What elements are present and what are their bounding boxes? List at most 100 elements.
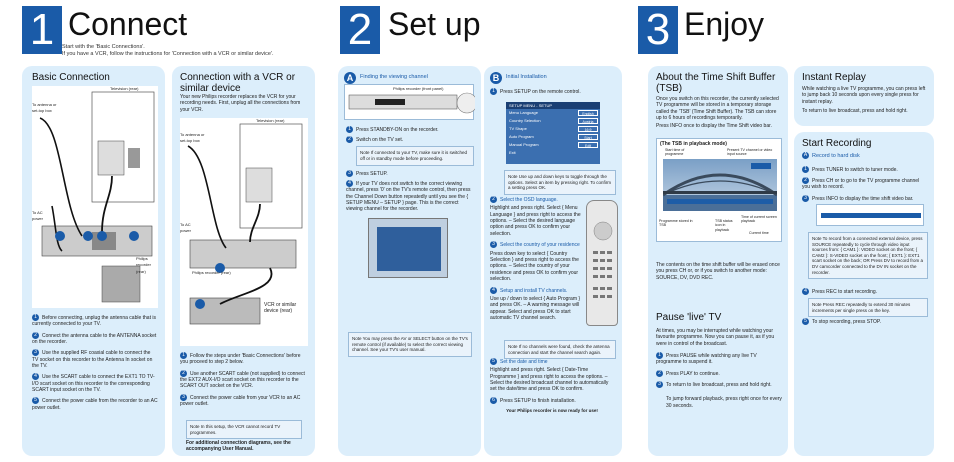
bullet-icon: 1	[32, 314, 39, 321]
vcr-step-1-text: Follow the steps under 'Basic Connection…	[180, 352, 301, 366]
step1-subtitle: Start with the 'Basic Connections'. If y…	[62, 44, 322, 58]
menu-row-country[interactable]: Country Selection Austria	[506, 117, 600, 125]
basic-step-3-text: Use the supplied RF coaxial cable to con…	[32, 350, 153, 369]
vcr-tv-rear-label: Television (rear)	[256, 118, 285, 123]
bullet-icon: 1	[346, 126, 353, 133]
osd-language-text: Highlight and press right. Select { Menu…	[490, 205, 581, 237]
vcr-ac-label-1: To AC power	[180, 222, 191, 234]
tsb-p2: Press INFO once to display the Time Shif…	[656, 123, 772, 129]
basic-step-4-text: Use the SCART cable to connect the EXT1 …	[32, 374, 155, 393]
menu-row-exit[interactable]: Exit	[506, 149, 600, 157]
menu-item-value: 16:9	[578, 126, 598, 132]
osd-language-title-text: Select the OSD language.	[500, 196, 558, 203]
basic-recorder-label: Philips recorder (rear)	[136, 256, 151, 274]
channels-note: Note If no channels were found, check th…	[504, 340, 616, 360]
step-number-2: 2	[340, 6, 380, 54]
tsb-p1: Once you switch on this recorder, the cu…	[656, 96, 779, 122]
vcr-device-label: VCR or similar device (rear)	[264, 302, 297, 315]
bullet-icon: 3	[802, 194, 809, 202]
basic-connection-diagram: Television (rear) To antenna or set-top …	[32, 86, 158, 308]
bullet-icon: 1	[656, 352, 663, 359]
bullet-icon: 3	[180, 393, 187, 401]
bullet-icon: 4	[490, 286, 497, 294]
step-number-3: 3	[638, 6, 678, 54]
tsb-panel: About the Time Shift Buffer (TSB) Once y…	[648, 66, 788, 456]
bullet-icon: A	[802, 152, 809, 159]
finding-channel-panel: A Finding the viewing channel Philips re…	[338, 66, 481, 456]
bullet-icon: 2	[802, 177, 809, 185]
menu-item-label: Country Selection	[509, 118, 541, 123]
menu-item-label: Exit	[509, 150, 516, 155]
tsb-fig-time: Time of current screen playback	[741, 215, 777, 224]
record-hdd-subhead-text: Record to hard disk	[812, 152, 860, 159]
tv-screen-drawing	[368, 218, 448, 278]
bullet-icon: 4	[802, 288, 809, 295]
tv-screen-menu-graphic	[377, 227, 441, 271]
finding-channel-title: Finding the viewing channel	[360, 74, 428, 80]
harbour-bridge-image	[663, 159, 777, 211]
vcr-note: Note In this setup, the VCR cannot recor…	[186, 420, 302, 440]
finding-step-4-text: If your TV does not switch to the correc…	[346, 180, 471, 213]
badge-b: B	[490, 72, 502, 84]
step-title-setup: Set up	[388, 6, 481, 42]
basic-diagram-svg	[39, 91, 155, 303]
record-note: Note To record from a connected external…	[808, 232, 928, 280]
tsb-p3: The contents on the time shift buffer wi…	[656, 262, 780, 281]
pause-step-1-text: Press PAUSE while watching any live TV p…	[656, 352, 757, 366]
vcr-antenna-label: To antenna or set-top box	[180, 132, 205, 144]
country-title-text: Select the country of your residence	[500, 242, 580, 249]
bullet-icon: 5	[32, 397, 39, 405]
tsb-figure-title: (The TSB in playback mode)	[660, 141, 727, 147]
remote-control-svg	[593, 221, 613, 298]
menu-item-label: Manual Program	[509, 142, 539, 147]
vcr-connection-diagram: Television (rear) To antenna or set-top …	[180, 118, 308, 346]
menu-item-value: Austria	[578, 118, 598, 124]
tsb-fig-recorded: Programme stored in TSB	[659, 219, 693, 228]
basic-connection-title: Basic Connection	[32, 72, 110, 83]
setup-menu-title: SETUP MENU - SETUP	[506, 102, 600, 109]
country-text: Press down key to select { Country Selec…	[490, 250, 579, 283]
step-number-1: 1	[22, 6, 62, 54]
vcr-intro: Your new Philips recorder replaces the V…	[180, 94, 301, 113]
basic-antenna-label: To antenna or set-top box	[32, 102, 57, 114]
ready-message: Your Philips recorder is now ready for u…	[506, 408, 598, 414]
bullet-icon: 3	[490, 241, 497, 249]
datetime-text: Highlight and press right. Select { Date…	[490, 367, 609, 393]
instant-replay-panel: Instant Replay While watching a live TV …	[794, 66, 934, 126]
basic-step-2-text: Connect the antenna cable to the ANTENNA…	[32, 332, 157, 345]
badge-a: A	[344, 72, 356, 84]
channels-title-text: Setup and install TV channels.	[500, 287, 568, 294]
bullet-icon: 2	[180, 369, 187, 377]
record-step-3-text: Press INFO to display the time shift vid…	[812, 195, 914, 202]
bullet-icon: 5	[490, 358, 497, 365]
vcr-recorder-label: Philips recorder (rear)	[192, 270, 231, 275]
bullet-icon: 2	[32, 331, 39, 339]
tsb-fig-start: Start time of programme	[665, 148, 685, 157]
finding-note-2: Note You may press the AV or SELECT butt…	[348, 332, 472, 357]
bullet-icon: 1	[802, 166, 809, 173]
bullet-icon: 4	[32, 373, 39, 381]
